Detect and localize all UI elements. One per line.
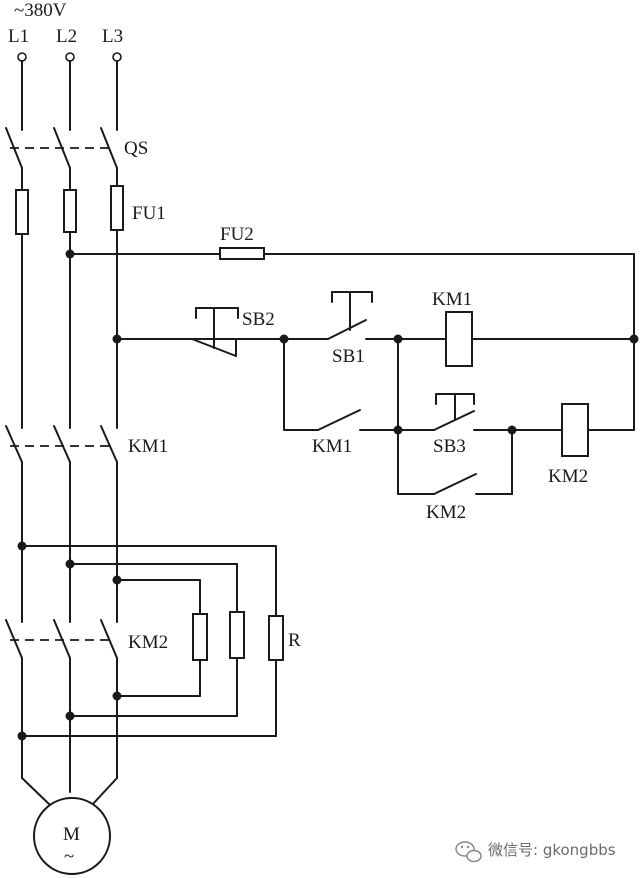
main-fuses-fu1 [15, 185, 124, 235]
power-lines-middle [21, 229, 118, 429]
motor-connections [21, 777, 118, 806]
fu2-label: FU2 [220, 224, 254, 245]
phase-l3-label: L3 [102, 26, 123, 47]
sb2-label: SB2 [242, 309, 275, 330]
km2-main-contacts [5, 619, 118, 779]
sb1-label: SB1 [332, 346, 365, 367]
km2-main-label: KM2 [128, 632, 168, 653]
watermark-text: 微信号: gkongbbs [488, 841, 616, 859]
supply-terminals [17, 52, 122, 62]
power-lines-upper [21, 60, 118, 131]
phase-l1-label: L1 [8, 26, 29, 47]
fu1-label: FU1 [132, 203, 166, 224]
qs-label: QS [124, 138, 148, 159]
km1-aux-label: KM1 [312, 436, 352, 457]
km1-coil-label: KM1 [432, 289, 472, 310]
supply-voltage-label: ~380V [14, 0, 67, 21]
main-switch-qs [5, 127, 118, 191]
control-circuit [69, 247, 635, 495]
junction-dots [17, 249, 639, 741]
motor-symbol [33, 797, 111, 875]
motor-ac-symbol: ~ [64, 846, 74, 867]
km1-main-label: KM1 [128, 436, 168, 457]
km2-coil-label: KM2 [548, 466, 588, 487]
km2-aux-label: KM2 [426, 502, 466, 523]
wechat-icon [455, 841, 482, 863]
sb3-label: SB3 [433, 436, 466, 457]
km1-main-contacts [5, 425, 118, 623]
resistor-label: R [288, 630, 301, 651]
phase-l2-label: L2 [56, 26, 77, 47]
resistor-network [21, 545, 284, 737]
motor-label: M [63, 824, 80, 845]
